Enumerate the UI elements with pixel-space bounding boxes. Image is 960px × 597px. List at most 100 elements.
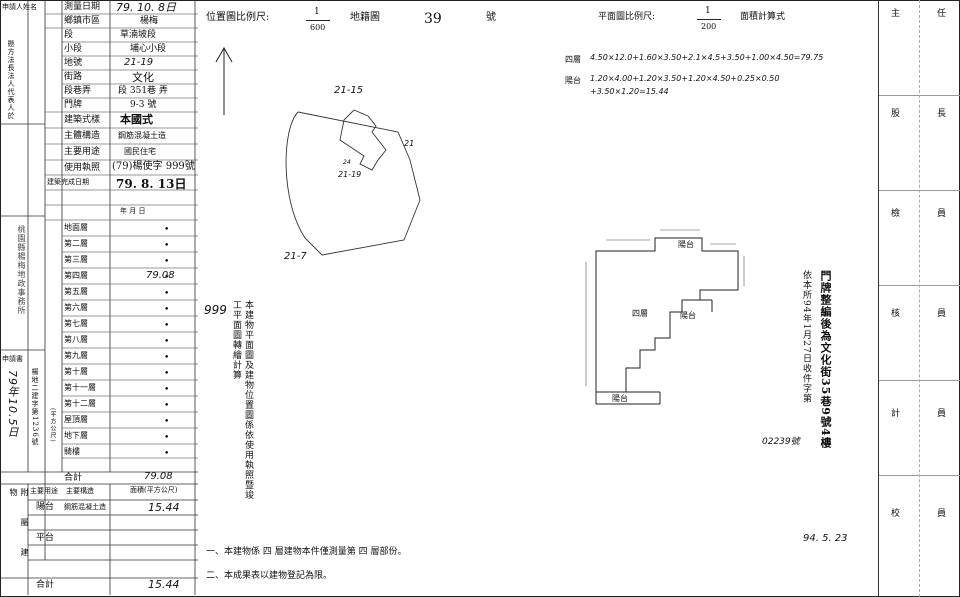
structure-value: 鋼筋混凝土造 bbox=[118, 131, 166, 140]
approval-char: 主 bbox=[891, 9, 901, 19]
location-scale-label: 位置圖比例尺: bbox=[206, 12, 270, 23]
area-calc-label: 面積計算式 bbox=[740, 12, 786, 22]
usage-label: 主要用途 bbox=[64, 147, 101, 157]
door-label: 門牌 bbox=[64, 100, 83, 110]
approval-char: 員 bbox=[937, 309, 947, 319]
plan-balcony-mid: 陽台 bbox=[680, 311, 696, 320]
attached-usage-header: 主要用途 bbox=[30, 487, 58, 495]
applicant-note: 懸方法長法人代表人於 bbox=[7, 40, 15, 120]
balcony-label: 陽台 bbox=[36, 502, 55, 512]
apply-no-sub: 楊地二建字第1236號 bbox=[31, 368, 39, 446]
floor-row-dot: • bbox=[164, 225, 170, 235]
map-sheet-label: 地籍圖 bbox=[350, 12, 380, 23]
plan-scale-bar bbox=[697, 19, 721, 20]
ymd-label: 年 月 日 bbox=[120, 207, 146, 215]
map-sheet-suffix: 號 bbox=[486, 12, 496, 23]
parcel-bottom-label: 21-7 bbox=[284, 251, 307, 262]
subsection-value: 埔心小段 bbox=[130, 44, 167, 54]
floor-row-dot: • bbox=[164, 289, 170, 299]
usage-value: 國民住宅 bbox=[124, 147, 156, 156]
map-sheet-no: 39 bbox=[424, 11, 442, 27]
township-label: 鄉鎮市區 bbox=[64, 16, 101, 26]
floor-row-label: 第二層 bbox=[64, 239, 88, 248]
plan-scale-num: 1 bbox=[705, 6, 711, 16]
floor-row-label: 第六層 bbox=[64, 303, 88, 312]
floor-row-dot: • bbox=[164, 369, 170, 379]
floor-row-dot: • bbox=[164, 337, 170, 347]
floor-row-label: 地面層 bbox=[64, 223, 88, 232]
lane-label: 段巷弄 bbox=[64, 86, 92, 96]
lane-value: 段 351巷 弄 bbox=[118, 86, 168, 96]
lot-value: 21-19 bbox=[124, 57, 154, 68]
structure-label: 主體構造 bbox=[64, 131, 101, 141]
balcony-area: 15.44 bbox=[148, 501, 180, 514]
area-unit: (平方公尺) bbox=[49, 408, 56, 443]
parcel-small-label: 24 bbox=[343, 159, 351, 166]
floor-row-label: 第三層 bbox=[64, 255, 88, 264]
approval-char: 長 bbox=[937, 109, 947, 119]
completion-label: 建築完成日期 bbox=[47, 178, 89, 186]
stamp-date: 94. 5. 23 bbox=[803, 533, 848, 544]
bldg-type-value: 本國式 bbox=[120, 113, 153, 126]
fourth-floor-area: 79.08 bbox=[146, 270, 175, 281]
survey-date-label: 測量日期 bbox=[64, 2, 101, 12]
approval-char: 員 bbox=[937, 409, 947, 419]
license-label: 使用執照 bbox=[64, 163, 101, 173]
left-table-lines bbox=[0, 0, 198, 595]
north-arrow-icon bbox=[215, 46, 233, 115]
floor-row-label: 騎樓 bbox=[64, 447, 80, 456]
location-scale-bar bbox=[306, 20, 330, 21]
approval-char: 檢 bbox=[891, 209, 901, 219]
approval-char: 校 bbox=[891, 509, 901, 519]
mid-vertical-note: 本建物平面圖及建物位置圖係依使用執照暨竣工平面圖轉繪計算 bbox=[231, 300, 253, 500]
completion-value: 79. 8. 13日 bbox=[116, 177, 187, 191]
location-map-parcel bbox=[285, 109, 421, 256]
approval-char: 員 bbox=[937, 509, 947, 519]
stamp-ref-no: 02239號 bbox=[762, 437, 800, 447]
plan-scale-den: 200 bbox=[701, 22, 717, 31]
floor-plan bbox=[595, 237, 739, 405]
calc-line1: 4.50×12.0+1.60×3.50+2.1×4.5+3.50+1.00×4.… bbox=[590, 53, 824, 62]
door-value: 9-3 號 bbox=[130, 100, 157, 110]
floor-row-dot: • bbox=[164, 257, 170, 267]
floor-row-dot: • bbox=[164, 385, 170, 395]
parcel-right-label: 21 bbox=[404, 139, 415, 148]
building-data-table: 申請人姓名 懸方法長法人代表人於 測量日期 79. 10. 8日 鄉鎮市區 楊梅… bbox=[0, 0, 198, 595]
location-scale-den: 600 bbox=[310, 23, 326, 32]
calc-line2: 1.20×4.00+1.20×3.50+1.20×4.50+0.25×0.50 bbox=[590, 74, 780, 83]
approval-char: 股 bbox=[891, 109, 901, 119]
attached-total-value: 15.44 bbox=[148, 578, 180, 591]
platform-label: 平台 bbox=[36, 533, 55, 543]
stamp-ref: 依本所94年1月27日收件字第 bbox=[801, 270, 811, 404]
floor-row-dot: • bbox=[164, 417, 170, 427]
calc-line2-label: 陽台 bbox=[565, 76, 581, 85]
floor-row-dot: • bbox=[164, 305, 170, 315]
balcony-struct: 鋼筋混凝土造 bbox=[64, 503, 106, 511]
attached-area-header: 面積(平方公尺) bbox=[130, 486, 178, 494]
total-value: 79.08 bbox=[144, 471, 173, 482]
floor-row-label: 第七層 bbox=[64, 319, 88, 328]
total-label: 合計 bbox=[64, 473, 83, 483]
floor-row-label: 屋頂層 bbox=[64, 415, 88, 424]
floor-row-dot: • bbox=[164, 273, 170, 283]
floor-row-label: 第十一層 bbox=[64, 383, 96, 392]
floor-row-label: 第九層 bbox=[64, 351, 88, 360]
applicant-label: 申請人姓名 bbox=[2, 3, 37, 11]
approval-char: 核 bbox=[891, 309, 901, 319]
license-value: (79)楊使字 999號 bbox=[112, 161, 195, 172]
floor-row-label: 第四層 bbox=[64, 271, 88, 280]
street-value: 文化 bbox=[132, 71, 154, 84]
lot-label: 地號 bbox=[64, 58, 83, 68]
apply-no-value: 79年10.5日 bbox=[6, 370, 19, 439]
floor-row-dot: • bbox=[164, 433, 170, 443]
township-value: 楊梅 bbox=[140, 16, 159, 26]
calc-line1-label: 四層 bbox=[565, 55, 581, 64]
subsection-label: 小段 bbox=[64, 44, 83, 54]
side-note-vertical: 桃園縣楊梅地政事務所 bbox=[17, 225, 26, 315]
plan-balcony-top: 陽台 bbox=[678, 240, 694, 249]
section-label: 段 bbox=[64, 30, 74, 40]
floor-row-label: 第十層 bbox=[64, 367, 88, 376]
attached-total-label: 合計 bbox=[36, 580, 55, 590]
footnote-1: 一、本建物係 四 層建物本件僅測量第 四 層部份。 bbox=[206, 547, 407, 557]
